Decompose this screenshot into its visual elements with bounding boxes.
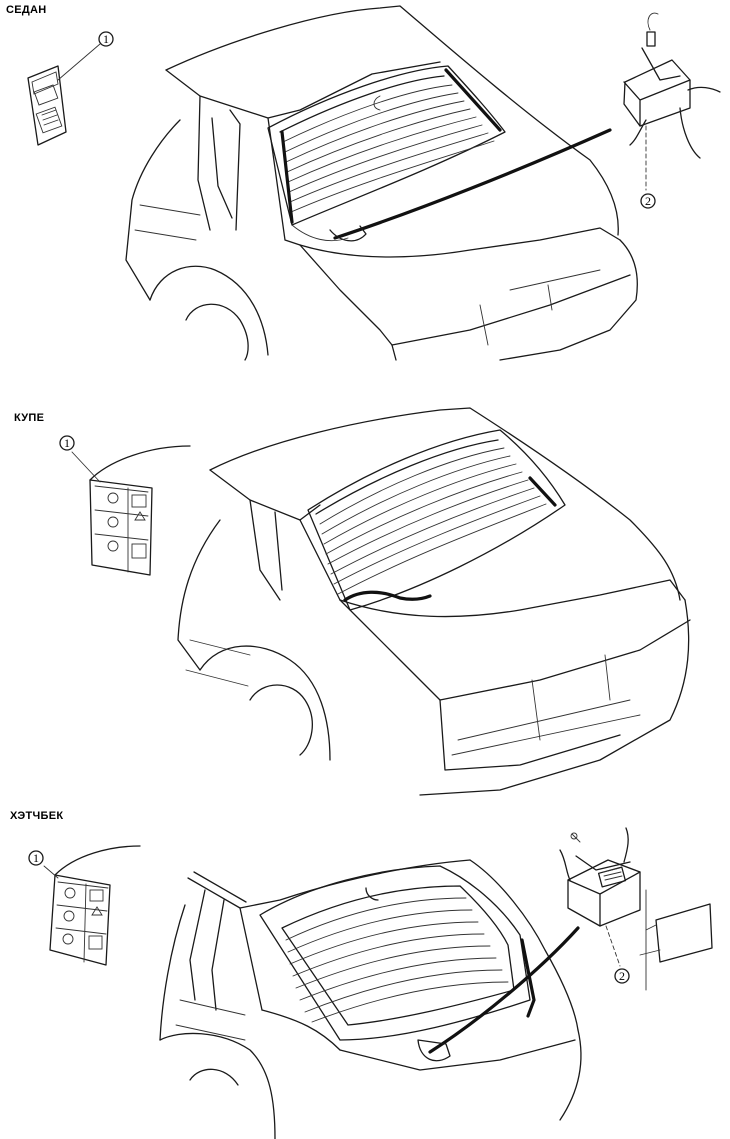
defroster-icon [131,494,147,508]
hatchback-control-unit: 2 [559,827,713,991]
hatchback-callout-2-circle [614,968,630,984]
sedan-callout-2: 2 [645,194,651,208]
sedan-diagram: 1 [27,5,721,361]
hatchback-callout-2: 2 [619,969,625,983]
sedan-callout-2-circle [640,193,656,209]
coupe-callout-1-circle [59,435,75,451]
sedan-callout-1-circle [98,31,114,47]
sedan-control-unit: 2 [623,12,721,209]
sedan-wire-harness [333,128,612,240]
hatchback-callout-1-circle [28,850,44,866]
section-label-coupe: КУПЕ [14,412,45,424]
coupe-switch-panel: 1 [59,435,191,576]
fog-icon [131,543,147,559]
sedan-car-body [125,5,638,361]
section-label-hatchback: ХЭТЧБЕК [10,810,64,822]
hatchback-car-body [159,859,582,1139]
section-label-sedan: СЕДАН [6,4,47,16]
coupe-car-body [177,407,691,796]
sedan-switch-panel: 1 [27,31,114,146]
hatchback-wire-harness [428,926,580,1054]
hatchback-callout-1: 1 [33,851,39,865]
sedan-callout-1: 1 [103,32,109,46]
coupe-callout-1: 1 [64,436,70,450]
hatchback-diagram: 1 [28,827,713,1139]
hatchback-switch-panel: 1 [28,845,141,966]
coupe-diagram: 1 [59,407,691,796]
hazard-icon [134,511,146,521]
